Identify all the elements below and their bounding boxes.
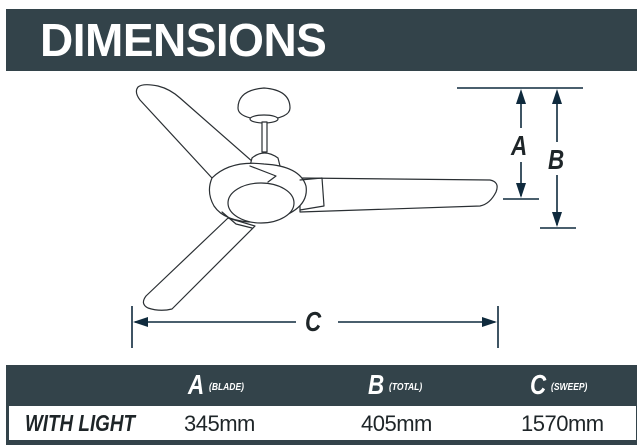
blade-upper-left — [135, 84, 263, 179]
dimension-label-a: A — [508, 132, 530, 160]
dimension-label-b: B — [545, 146, 567, 174]
column-header-a: A (BLADE) — [188, 369, 244, 400]
dimensions-table: A (BLADE) B (TOTAL) C (SWEEP) WITH LIGHT… — [6, 365, 637, 445]
column-header-c: C (SWEEP) — [530, 369, 588, 400]
dimension-label-c: C — [302, 308, 324, 336]
blade-lower-left — [142, 217, 256, 311]
fan-dimension-diagram: A B C — [131, 84, 583, 348]
row-label: WITH LIGHT — [25, 410, 135, 436]
cell-sweep: 1570mm — [521, 411, 604, 436]
page-title: DIMENSIONS — [40, 14, 327, 66]
table-header-row: A (BLADE) B (TOTAL) C (SWEEP) — [6, 365, 637, 405]
light-dome — [227, 182, 295, 224]
cell-blade: 345mm — [184, 411, 255, 436]
blade-right — [299, 177, 498, 213]
fan-illustration — [131, 84, 583, 348]
column-header-b: B (TOTAL) — [368, 369, 422, 400]
header-bar: DIMENSIONS — [6, 9, 637, 71]
table-row: WITH LIGHT 345mm 405mm 1570mm — [9, 406, 636, 440]
cell-total: 405mm — [361, 411, 432, 436]
